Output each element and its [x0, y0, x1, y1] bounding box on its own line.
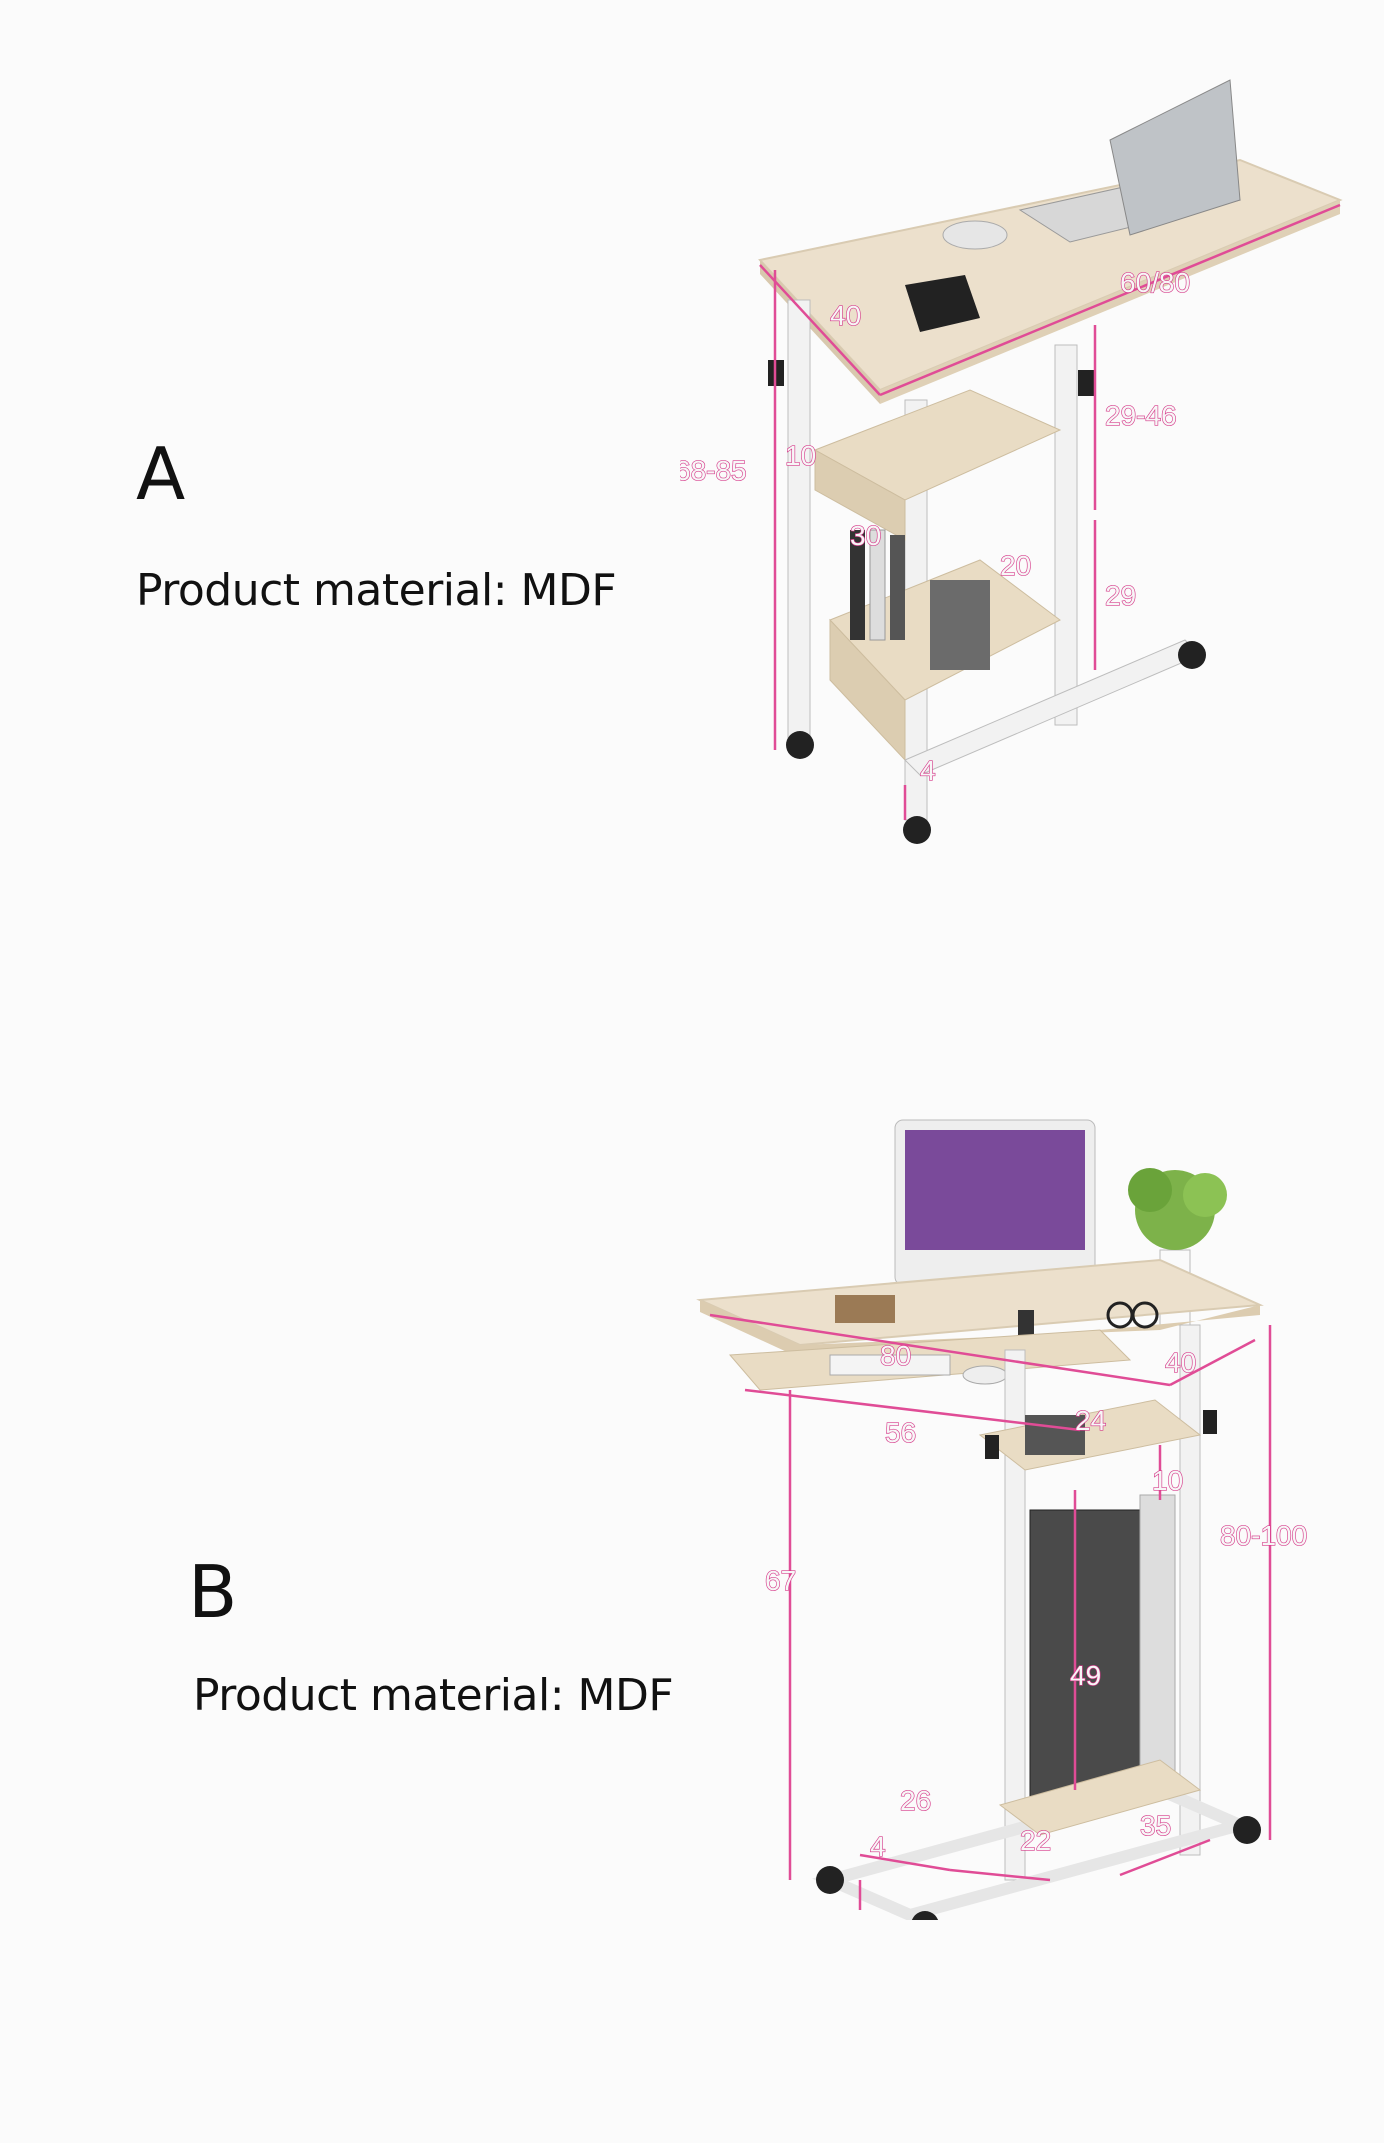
dim-depth: 40 [1165, 1347, 1196, 1378]
dim-keyboard-width: 56 [885, 1417, 916, 1448]
dim-shelf-height: 10 [1152, 1465, 1183, 1496]
dim-base-width: 22 [1020, 1825, 1051, 1856]
dim-shelf-height: 10 [785, 440, 816, 471]
product-b-material: Product material: MDF [193, 1670, 674, 1721]
dim-clearance: 4 [920, 755, 936, 786]
product-a-material: Product material: MDF [136, 565, 617, 616]
dim-base-side: 35 [1140, 1810, 1171, 1841]
product-b-image: 80 40 56 24 10 80-100 67 49 26 22 4 35 [696, 1119, 1308, 1920]
dim-keyboard-depth: 24 [1075, 1405, 1106, 1436]
product-b-section: B Product material: MDF [0, 1070, 1384, 2143]
dim-upper-gap: 29-46 [1105, 400, 1177, 431]
dim-shelf-width: 20 [1000, 550, 1031, 581]
dim-depth: 40 [830, 300, 861, 331]
product-b-label: B [188, 1550, 238, 1634]
dim-wheel-height: 4 [870, 1831, 886, 1862]
dim-width: 80 [880, 1340, 911, 1371]
dim-cpu-height: 49 [1070, 1660, 1101, 1691]
dim-leg-height: 67 [765, 1565, 796, 1596]
dim-height: 68-85 [680, 455, 747, 486]
dim-base-depth: 26 [900, 1785, 931, 1816]
dim-lower-gap: 29 [1105, 580, 1136, 611]
product-a-label: A [136, 432, 186, 516]
product-a-image: 40 60/80 68-85 10 29-46 29 30 20 4 [680, 79, 1343, 844]
dim-height: 80-100 [1220, 1520, 1307, 1551]
dim-shelf-depth: 30 [850, 520, 881, 551]
product-a-section: A Product material: MDF [0, 0, 1384, 1070]
dim-width: 60/80 [1120, 267, 1190, 298]
